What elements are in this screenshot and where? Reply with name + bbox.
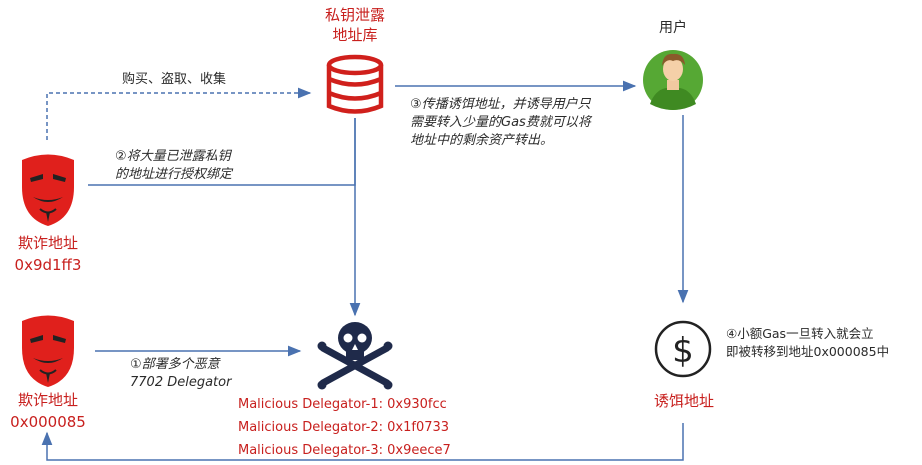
guy-fawkes-mask-icon — [22, 315, 74, 387]
delegator-item: Malicious Delegator-3: 0x9eece7 — [238, 443, 451, 458]
step3-label: ③传播诱饵地址，并诱导用户只 需要转入少量的Gas费就可以将 地址中的剩余资产转… — [410, 97, 591, 148]
guy-fawkes-mask-icon — [22, 154, 74, 226]
bait-address-label: 诱饵地址 — [653, 392, 714, 410]
database-icon — [326, 54, 384, 114]
leaked-db-label: 私钥泄露 地址库 — [324, 6, 385, 44]
delegator-item: Malicious Delegator-1: 0x930fcc — [238, 397, 447, 412]
delegator-list: Malicious Delegator-1: 0x930fcc Maliciou… — [238, 393, 451, 462]
step2-label: ②将大量已泄露私钥 的地址进行授权绑定 — [115, 149, 233, 182]
buy-steal-collect-label: 购买、盗取、收集 — [122, 72, 227, 87]
arrow-bait-to-scam2 — [41, 423, 684, 461]
user-avatar-icon — [643, 50, 703, 110]
scam-address-2-label: 欺诈地址 0x000085 — [10, 391, 86, 431]
connectors — [41, 80, 689, 461]
scam-address-1-label: 欺诈地址 0x9d1ff3 — [14, 234, 82, 274]
svg-text:$: $ — [672, 331, 694, 371]
step1-label: ①部署多个恶意 7702 Delegator — [130, 357, 232, 390]
skull-crossbones-icon — [317, 322, 393, 390]
user-label: 用户 — [659, 20, 687, 36]
arrow-scam-to-db-dashed — [46, 87, 312, 140]
step4-label: ④小额Gas一旦转入就会立 即被转移到地址0x000085中 — [726, 326, 890, 359]
delegator-item: Malicious Delegator-2: 0x1f0733 — [238, 420, 450, 435]
dollar-coin-icon: $ — [654, 320, 712, 378]
